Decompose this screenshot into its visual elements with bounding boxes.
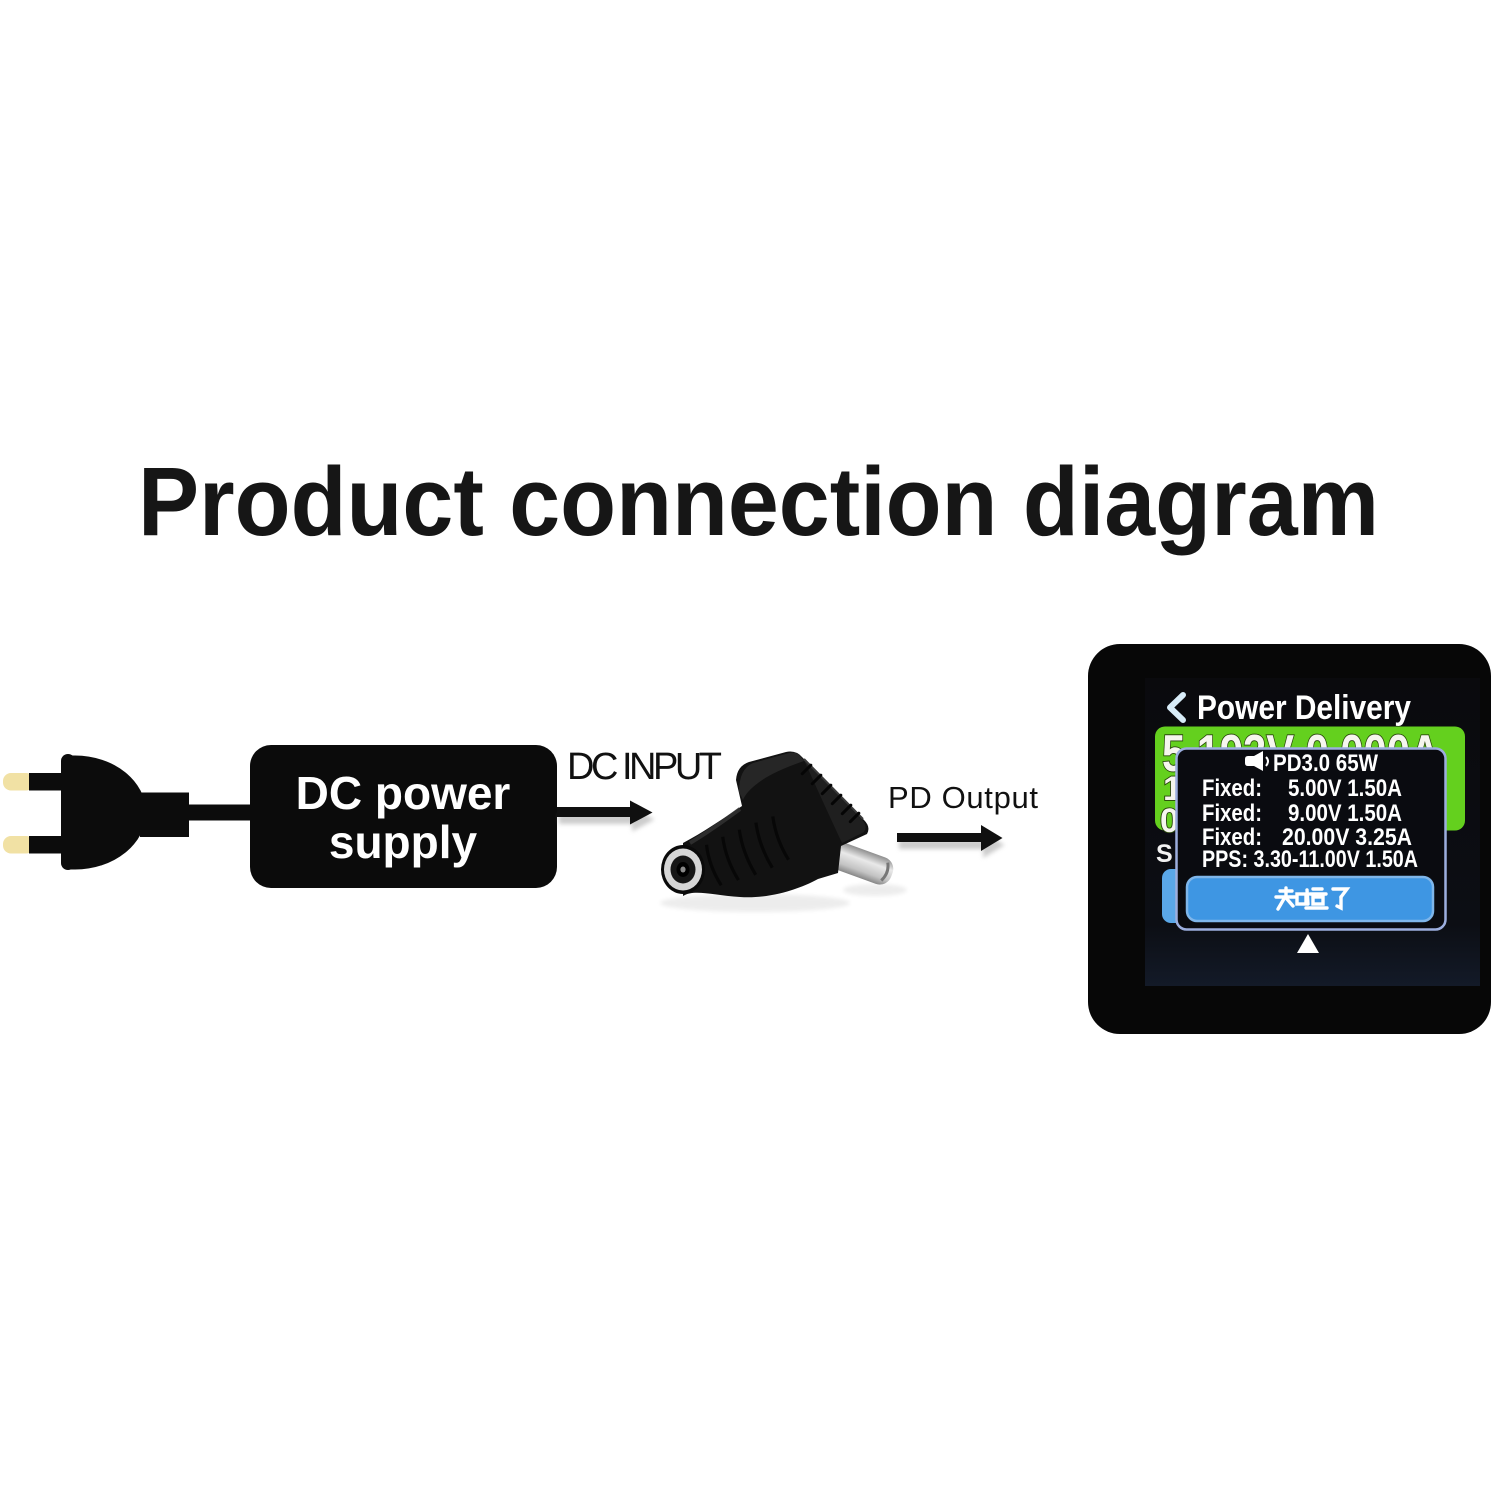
svg-text:Power Delivery: Power Delivery <box>1197 689 1411 727</box>
svg-text:20.00V 3.25A: 20.00V 3.25A <box>1282 824 1412 851</box>
svg-text:PD Output: PD Output <box>888 780 1038 815</box>
svg-text:Product connection diagram: Product connection diagram <box>138 447 1379 556</box>
svg-text:Fixed:: Fixed: <box>1202 800 1262 827</box>
svg-text:PPS: 3.30-11.00V 1.50A: PPS: 3.30-11.00V 1.50A <box>1202 846 1418 873</box>
svg-text:5.00V 1.50A: 5.00V 1.50A <box>1288 775 1402 802</box>
svg-text:DC INPUT: DC INPUT <box>567 746 722 788</box>
svg-text:9.00V 1.50A: 9.00V 1.50A <box>1288 800 1402 827</box>
svg-text:supply: supply <box>329 816 478 868</box>
svg-text:0: 0 <box>1160 802 1179 840</box>
svg-text:DC power: DC power <box>296 767 511 819</box>
svg-text:PD3.0 65W: PD3.0 65W <box>1273 750 1378 777</box>
svg-text:Fixed:: Fixed: <box>1202 775 1262 802</box>
svg-text:S: S <box>1156 840 1173 868</box>
svg-text:Fixed:: Fixed: <box>1202 824 1262 851</box>
